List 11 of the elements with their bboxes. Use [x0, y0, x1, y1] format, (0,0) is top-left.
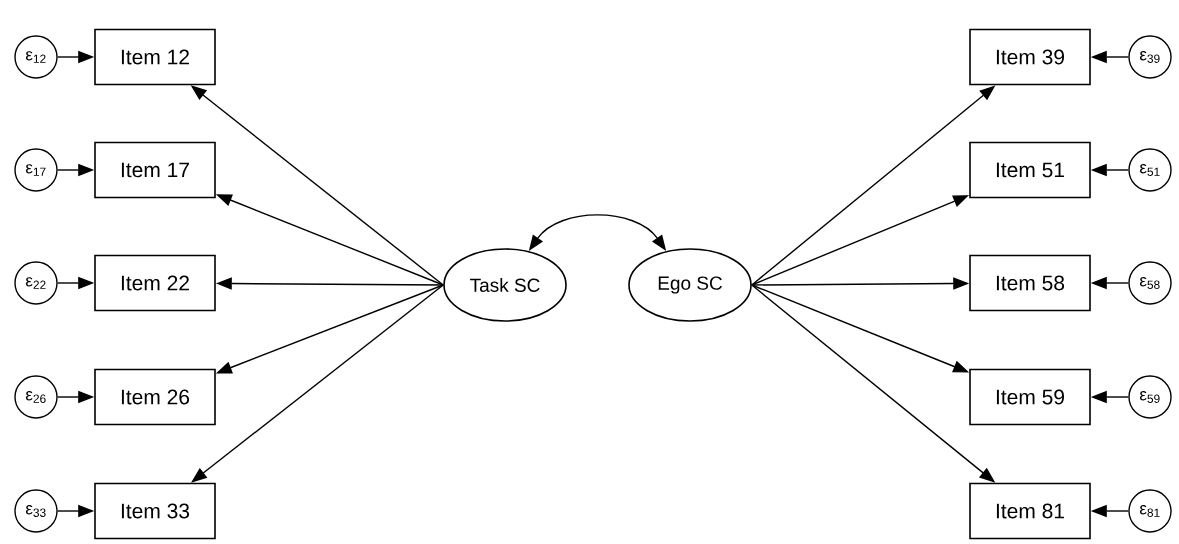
arrow	[191, 284, 444, 483]
item-box: Item 51	[969, 141, 1091, 199]
item-box: Item 81	[969, 482, 1091, 540]
item-box: Item 17	[94, 141, 216, 199]
item-box: Item 22	[94, 254, 216, 312]
item-box: Item 58	[969, 254, 1091, 312]
item-box: Item 39	[969, 28, 1091, 86]
item-box: Item 59	[969, 368, 1091, 426]
item-box: Item 12	[94, 28, 216, 86]
item-box: Item 33	[94, 482, 216, 540]
item-box: Item 26	[94, 368, 216, 426]
